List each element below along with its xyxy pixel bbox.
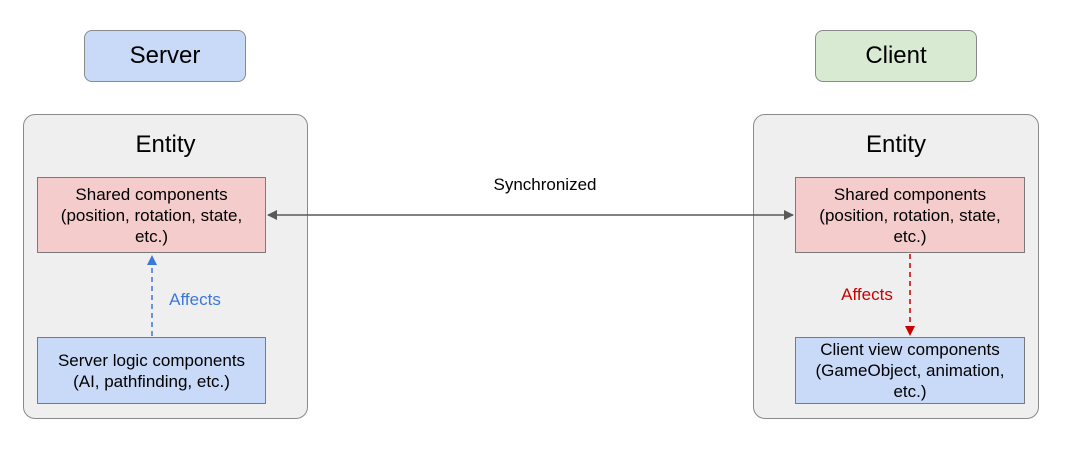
server-shared-components: Shared components (position, rotation, s… <box>37 177 266 253</box>
server-affects-label: Affects <box>169 290 221 309</box>
server-label-text: Server <box>129 42 201 69</box>
server-label: Server <box>84 30 246 82</box>
client-view-components-text: Client view components (GameObject, anim… <box>815 340 1005 401</box>
client-label: Client <box>815 30 977 82</box>
client-view-components: Client view components (GameObject, anim… <box>795 337 1025 404</box>
client-entity-title: Entity <box>865 131 927 158</box>
client-shared-components-text: Shared components (position, rotation, s… <box>819 184 1001 246</box>
client-affects-label: Affects <box>841 285 893 304</box>
server-logic-components: Server logic components (AI, pathfinding… <box>37 337 266 404</box>
client-label-text: Client <box>865 42 927 69</box>
client-shared-components: Shared components (position, rotation, s… <box>795 177 1025 253</box>
server-shared-components-text: Shared components (position, rotation, s… <box>60 184 243 246</box>
server-logic-components-text: Server logic components (AI, pathfinding… <box>57 350 246 391</box>
server-entity-title: Entity <box>135 131 196 158</box>
sync-label: Synchronized <box>493 175 597 194</box>
